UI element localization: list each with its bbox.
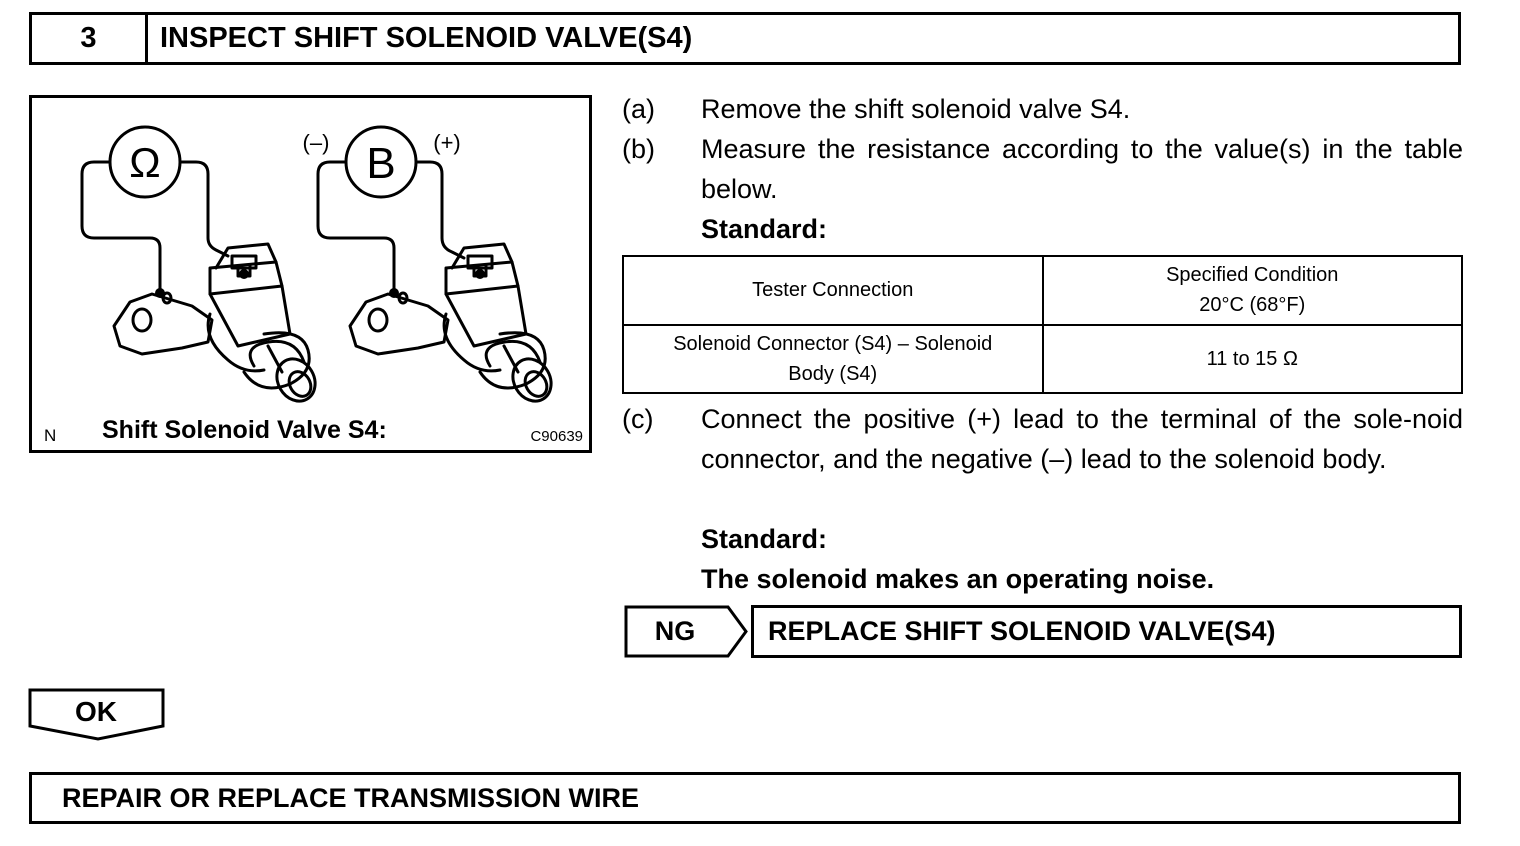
lead-contact-dot <box>475 269 485 279</box>
ohm-symbol: Ω <box>129 139 160 186</box>
step-a-label: (a) <box>622 94 655 124</box>
table-row: Solenoid Connector (S4) – Solenoid Body … <box>622 323 1463 394</box>
header-condition-line2: 20°C (68°F) <box>1199 294 1306 317</box>
step-b-label: (b) <box>622 134 655 164</box>
step-c-label: (c) <box>622 404 654 434</box>
positive-label: (+) <box>433 130 461 155</box>
step-number: 3 <box>32 15 148 62</box>
header-tester-connection: Tester Connection <box>622 255 1044 326</box>
header-specified-condition: Specified Condition 20°C (68°F) <box>1041 255 1463 326</box>
solenoid-valve-right <box>348 242 553 403</box>
step-header: 3 INSPECT SHIFT SOLENOID VALVE(S4) <box>29 12 1461 65</box>
figure-code: C90639 <box>530 428 583 445</box>
step-title: INSPECT SHIFT SOLENOID VALVE(S4) <box>160 22 693 54</box>
figure-corner-label: N <box>44 426 57 445</box>
spec-table: Tester Connection Specified Condition 20… <box>622 255 1463 394</box>
cell-condition: 11 to 15 Ω <box>1041 323 1463 394</box>
lead-contact-dot <box>389 288 399 298</box>
header-condition-line1: Specified Condition <box>1166 264 1339 287</box>
negative-label: (–) <box>303 130 330 155</box>
ng-action-box: REPLACE SHIFT SOLENOID VALVE(S4) <box>751 605 1462 658</box>
ok-arrow-shape <box>28 688 165 741</box>
step-c-standard-value: The solenoid makes an operating noise. <box>701 564 1215 594</box>
solenoid-illustration: Ω B (–) (+) N Shift Solenoid Valve S4: C… <box>29 95 592 453</box>
step-c-standard-label: Standard: <box>701 524 828 554</box>
ng-label: NG <box>654 616 696 646</box>
step-b-text: Measure the resistance according to the … <box>701 134 1463 204</box>
ng-arrow-shape <box>624 605 748 658</box>
final-action-box: REPAIR OR REPLACE TRANSMISSION WIRE <box>29 772 1461 824</box>
figure-caption: Shift Solenoid Valve S4: <box>102 416 387 444</box>
ok-label: OK <box>75 696 117 727</box>
lead-contact-dot <box>239 269 249 279</box>
table-header-row: Tester Connection Specified Condition 20… <box>622 255 1463 326</box>
battery-symbol: B <box>366 139 395 188</box>
solenoid-valve-left <box>112 242 317 403</box>
step-a-text: Remove the shift solenoid valve S4. <box>701 94 1131 124</box>
step-b-standard-label: Standard: <box>701 214 828 244</box>
cell-connection: Solenoid Connector (S4) – Solenoid Body … <box>622 323 1044 394</box>
solenoid-drawing: Ω B (–) (+) <box>80 125 553 403</box>
lead-contact-dot <box>155 288 165 298</box>
step-c-text: Connect the positive (+) lead to the ter… <box>701 404 1463 474</box>
